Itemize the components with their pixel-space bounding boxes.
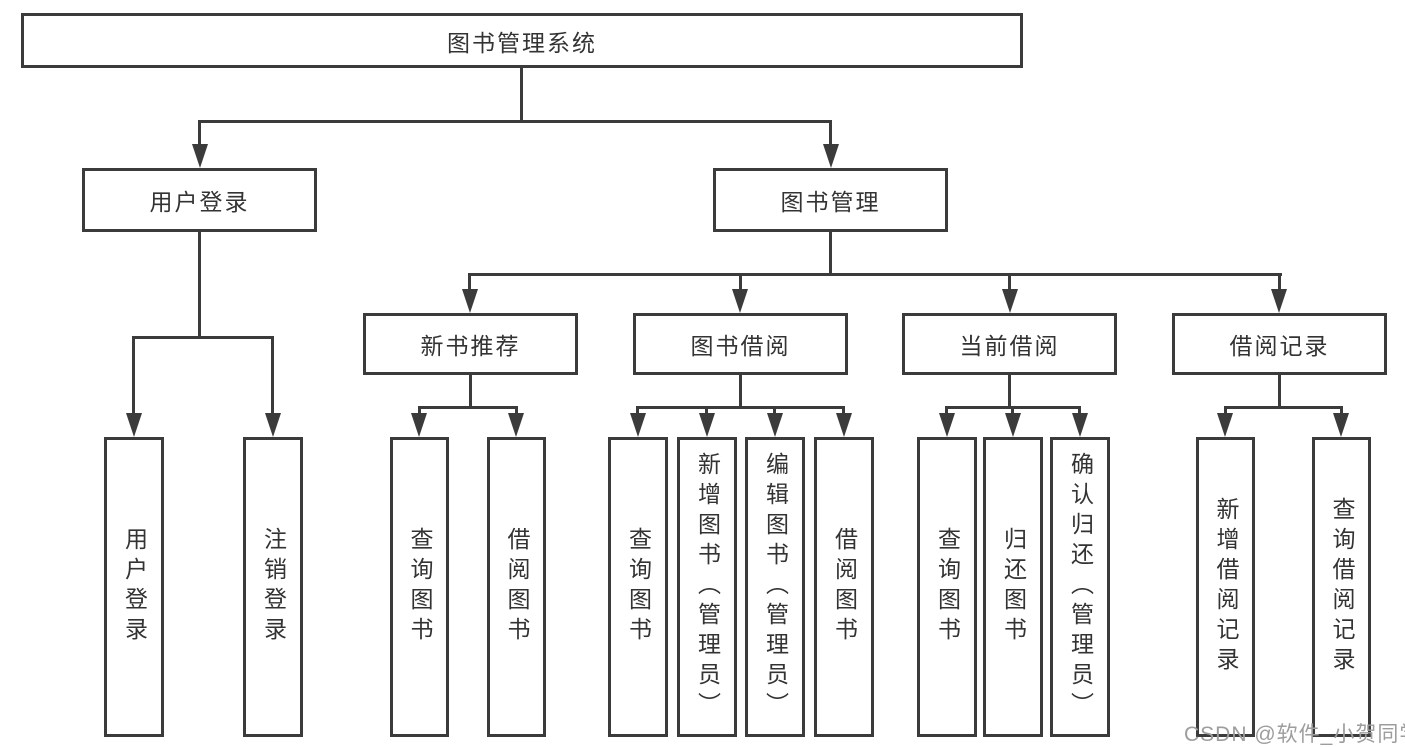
connector-segment [198, 120, 201, 144]
node-book-management: 图书管理 [713, 168, 948, 232]
arrow-down-icon [699, 413, 715, 437]
leaf-add-borrow-record: 新增借阅记录 [1196, 437, 1255, 737]
connector-segment [132, 336, 274, 339]
leaf-label: 注销登录 [260, 527, 287, 647]
leaf-query-books-borrow: 查询图书 [608, 437, 668, 737]
connector-segment [1278, 273, 1281, 289]
leaf-confirm-return-admin: 确认归还（管理员） [1050, 437, 1110, 737]
leaf-add-book-admin: 新增图书（管理员） [677, 437, 737, 737]
leaf-borrow-book: 借阅图书 [814, 437, 874, 737]
csdn-watermark: CSDN @软件_小贺同学 [1184, 723, 1405, 746]
arrow-down-icon [126, 413, 142, 437]
connector-segment [1224, 406, 1227, 415]
arrow-down-icon [630, 413, 646, 437]
connector-segment [198, 232, 201, 336]
leaf-label: 查询图书 [934, 527, 961, 647]
leaf-label: 确认归还（管理员） [1067, 452, 1094, 722]
leaf-return-book: 归还图书 [983, 437, 1043, 737]
arrow-down-icon [411, 413, 427, 437]
arrow-down-icon [732, 289, 748, 313]
leaf-label: 归还图书 [1000, 527, 1027, 647]
connector-segment [418, 406, 421, 415]
connector-segment [132, 336, 135, 413]
leaf-query-borrow-record: 查询借阅记录 [1312, 437, 1371, 737]
arrow-down-icon [1005, 413, 1021, 437]
arrow-down-icon [1217, 413, 1233, 437]
leaf-label: 查询图书 [625, 527, 652, 647]
connector-segment [1011, 406, 1014, 415]
connector-segment [842, 406, 845, 415]
arrow-down-icon [508, 413, 524, 437]
connector-segment [1224, 406, 1343, 409]
leaf-edit-book-admin: 编辑图书（管理员） [745, 437, 805, 737]
arrow-down-icon [1333, 413, 1349, 437]
connector-segment [829, 232, 832, 273]
connector-segment [773, 406, 776, 415]
connector-segment [418, 406, 518, 409]
connector-segment [945, 406, 948, 415]
leaf-label: 借阅图书 [831, 527, 858, 647]
arrow-down-icon [939, 413, 955, 437]
connector-segment [636, 406, 845, 409]
connector-segment [469, 375, 472, 406]
leaf-label: 编辑图书（管理员） [762, 452, 789, 722]
arrow-down-icon [823, 144, 839, 168]
arrow-down-icon [462, 289, 478, 313]
arrow-down-icon [1271, 289, 1287, 313]
connector-segment [705, 406, 708, 415]
connector-segment [198, 120, 832, 123]
leaf-label: 查询图书 [407, 527, 433, 647]
arrow-down-icon [265, 413, 281, 437]
connector-segment [1008, 375, 1011, 406]
connector-segment [468, 273, 1282, 276]
node-book-borrow: 图书借阅 [633, 313, 848, 375]
connector-segment [739, 375, 742, 406]
connector-segment [468, 273, 471, 289]
connector-segment [515, 406, 518, 415]
arrow-down-icon [767, 413, 783, 437]
arrow-down-icon [192, 144, 208, 168]
connector-segment [1278, 375, 1281, 406]
leaf-label: 新增借阅记录 [1213, 497, 1239, 677]
arrow-down-icon [1002, 289, 1018, 313]
connector-segment [271, 336, 274, 413]
connector-segment [520, 68, 523, 120]
leaf-logout: 注销登录 [243, 437, 303, 737]
leaf-query-books-current: 查询图书 [917, 437, 977, 737]
connector-segment [1340, 406, 1343, 415]
connector-segment [739, 273, 742, 289]
arrow-down-icon [836, 413, 852, 437]
arrow-down-icon [1072, 413, 1088, 437]
connector-segment [829, 120, 832, 144]
leaf-label: 借阅图书 [504, 527, 530, 647]
node-current-borrow: 当前借阅 [902, 313, 1117, 375]
node-new-book-recommend: 新书推荐 [363, 313, 578, 375]
node-user-login: 用户登录 [82, 168, 317, 232]
leaf-user-login: 用户登录 [104, 437, 164, 737]
node-borrow-record: 借阅记录 [1172, 313, 1387, 375]
leaf-query-books-recommend: 查询图书 [390, 437, 449, 737]
connector-segment [1008, 273, 1011, 289]
connector-segment [636, 406, 639, 415]
leaf-label: 新增图书（管理员） [694, 452, 721, 722]
connector-segment [1078, 406, 1081, 415]
node-root: 图书管理系统 [21, 13, 1023, 68]
leaf-label: 用户登录 [121, 527, 148, 647]
leaf-borrow-books-recommend: 借阅图书 [487, 437, 546, 737]
leaf-label: 查询借阅记录 [1329, 497, 1355, 677]
